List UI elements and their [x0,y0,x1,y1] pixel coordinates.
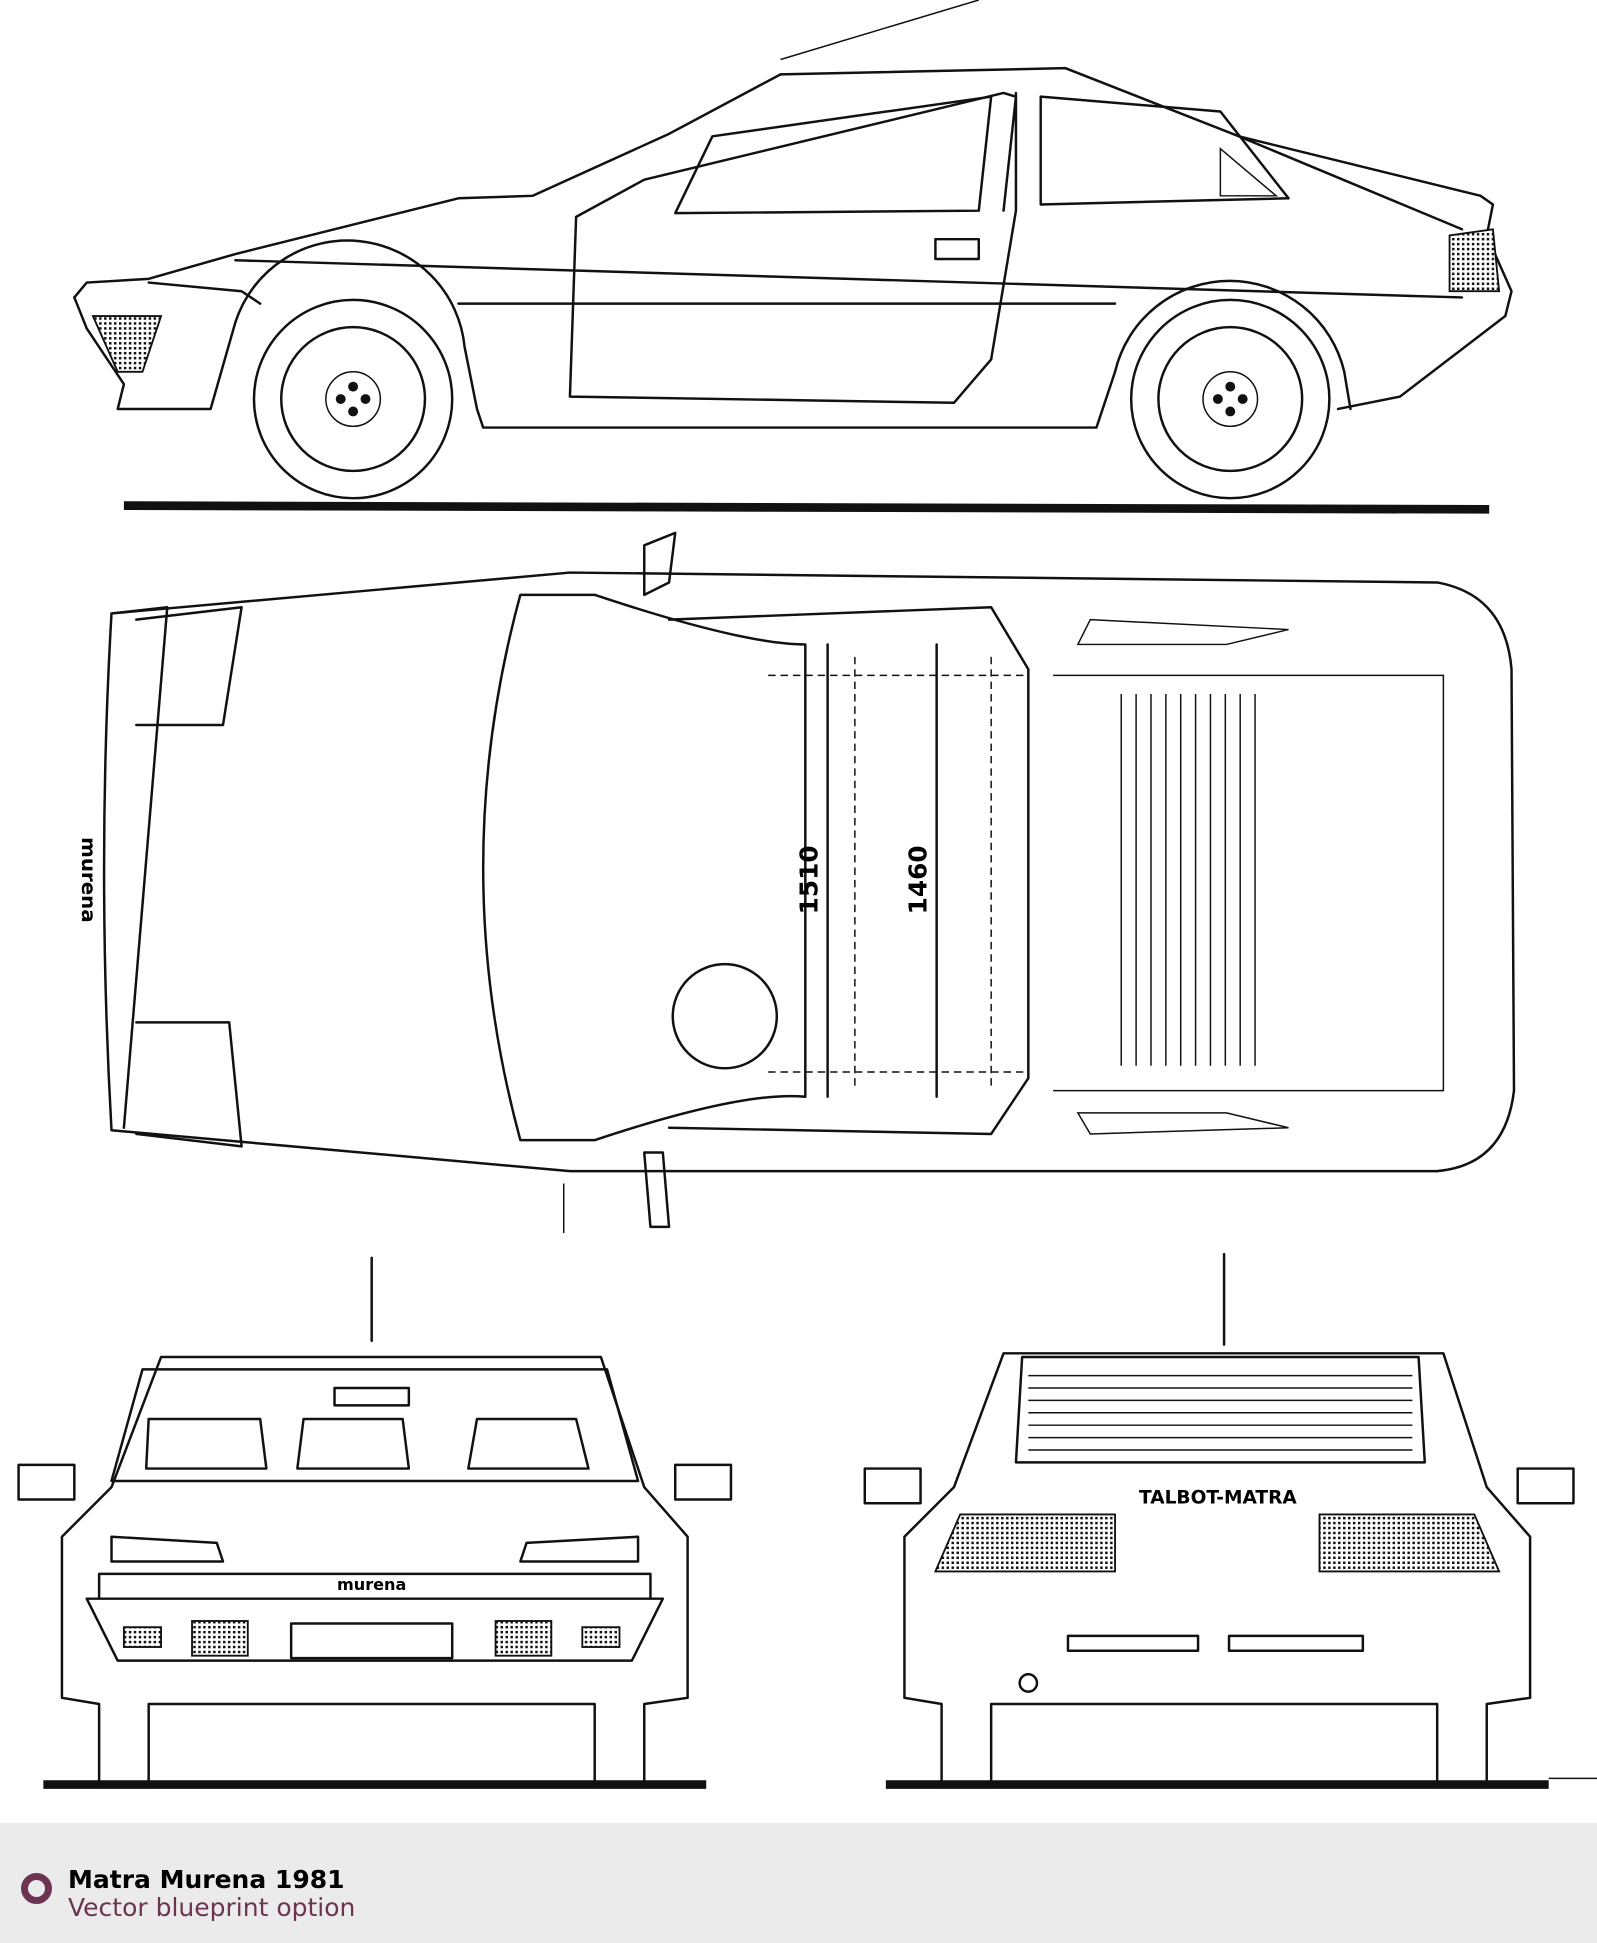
rear-wheel [1129,298,1331,500]
front-view: murena [17,1256,733,1789]
rear-view: TALBOT-MATRA [863,1252,1597,1789]
footer-title: Matra Murena 1981 [68,1865,345,1894]
front-wheel [252,298,454,500]
rear-badge: TALBOT-MATRA [1139,1487,1297,1508]
ring-icon [21,1873,52,1904]
footer-subtitle: Vector blueprint option [68,1893,356,1922]
car-blueprint-drawing: 1510 1460 murena murena TALBOT-MATRA [17,0,1597,1789]
dimension-1510: 1510 [795,845,824,914]
hood-badge: murena [77,837,100,922]
dimension-1460: 1460 [904,845,933,914]
footer: Matra Murena 1981 Vector blueprint optio… [0,1823,1597,1943]
top-view: 1510 1460 murena [77,531,1516,1234]
front-badge: murena [337,1575,406,1594]
side-view [73,0,1513,514]
